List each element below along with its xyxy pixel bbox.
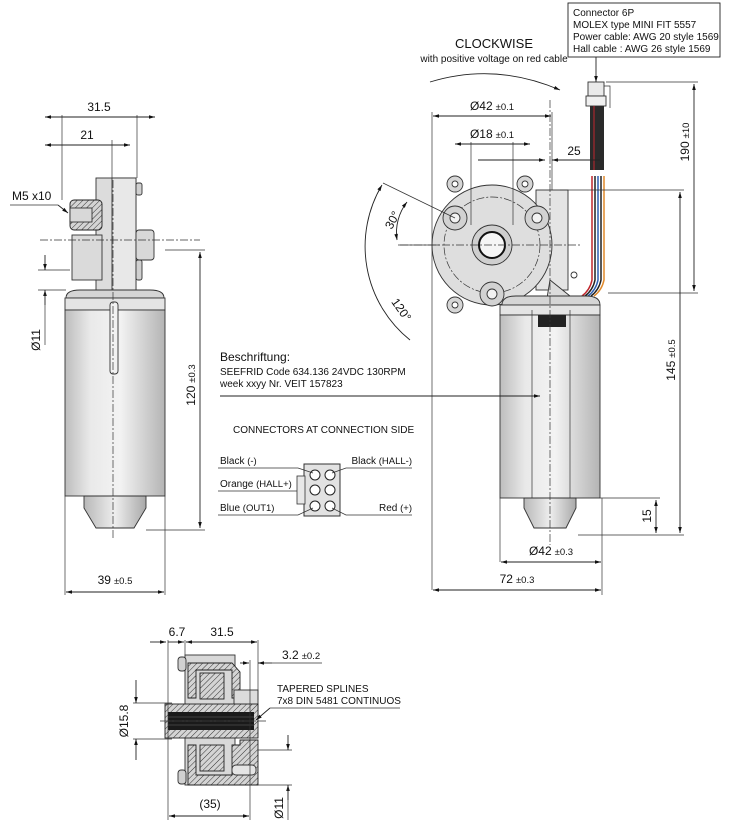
marking-line-2: week xxyy Nr. VEIT 157823 bbox=[219, 379, 343, 390]
pin-mid-left bbox=[309, 484, 321, 496]
dim-shaft-dia: Ø11 bbox=[29, 329, 43, 351]
wire-black bbox=[584, 176, 596, 297]
pin-label-top-left: Black (-) bbox=[220, 456, 257, 467]
dim-length: 120±0.3 bbox=[184, 364, 198, 405]
section-view: 6.7 31.5 3.2±0.2 TAPERED SPLINES 7x8 DIN… bbox=[117, 625, 401, 820]
connector-pinout: CONNECTORS AT CONNECTION SIDE Black (-) … bbox=[218, 425, 414, 517]
marking-label: Beschriftung: SEEFRID Code 634.136 24VDC… bbox=[219, 350, 540, 398]
connector-slot bbox=[538, 315, 566, 327]
dim-motor-dia: Ø42±0.3 bbox=[529, 544, 573, 558]
marking-title: Beschriftung: bbox=[220, 350, 290, 364]
pin-top-right bbox=[324, 469, 336, 481]
dim-height: 145±0.5 bbox=[664, 339, 678, 380]
side-view: 31.5 21 M5 x10 Ø11 120±0.3 39±0.5 bbox=[10, 100, 205, 595]
dim-section-b: 31.5 bbox=[210, 625, 234, 639]
pin-bot-right bbox=[324, 500, 336, 512]
thread-label: M5 x10 bbox=[12, 189, 52, 203]
dim-top-inner: 21 bbox=[80, 128, 94, 142]
dim-offset: 25 bbox=[567, 144, 581, 158]
rotation-subtitle: with positive voltage on red cable bbox=[419, 54, 568, 65]
marking-line-1: SEEFRID Code 634.136 24VDC 130RPM bbox=[220, 367, 406, 378]
dim-gap: 3.2±0.2 bbox=[282, 648, 320, 662]
dim-ref: (35) bbox=[199, 797, 220, 811]
dim-total-width: 72±0.3 bbox=[500, 572, 535, 586]
angle-large: 120° bbox=[388, 296, 414, 325]
pin-mid-right bbox=[324, 484, 336, 496]
wire-red bbox=[581, 176, 593, 297]
connectors-title: CONNECTORS AT CONNECTION SIDE bbox=[233, 425, 414, 436]
spline-label-1: TAPERED SPLINES bbox=[277, 684, 369, 695]
dim-width: 39±0.5 bbox=[98, 573, 133, 587]
pin-label-bot-right: Red (+) bbox=[379, 503, 412, 514]
wire-orange bbox=[593, 176, 605, 297]
rotation-title: CLOCKWISE bbox=[455, 36, 533, 51]
front-view: CLOCKWISE with positive voltage on red c… bbox=[364, 2, 721, 595]
dim-end: 15 bbox=[640, 509, 654, 523]
end-cap bbox=[83, 495, 147, 529]
dim-hub-dia: Ø18±0.1 bbox=[470, 127, 514, 141]
connector-info-line: MOLEX type MINI FIT 5557 bbox=[573, 20, 697, 31]
dim-cable: 190±10 bbox=[678, 123, 692, 162]
rotation-arrow bbox=[429, 73, 561, 91]
shaft-stub bbox=[135, 229, 155, 261]
pin-label-bot-left: Blue (OUT1) bbox=[220, 503, 274, 514]
dim-section-a: 6.7 bbox=[169, 625, 186, 639]
connector-info-line: Connector 6P bbox=[573, 8, 634, 19]
pin-bot-left bbox=[309, 500, 321, 512]
connector-info-box bbox=[567, 2, 721, 58]
spline-label-2: 7x8 DIN 5481 CONTINUOS bbox=[277, 696, 401, 707]
dim-flange-dia: Ø42±0.1 bbox=[470, 99, 514, 113]
molex-connector bbox=[587, 81, 605, 97]
connector-info-line: Hall cable : AWG 26 style 1569 bbox=[573, 44, 711, 55]
connector-latch bbox=[296, 475, 306, 505]
pin-top-left bbox=[309, 469, 321, 481]
dim-bore: Ø15.8 bbox=[117, 704, 131, 737]
angle-small: 30° bbox=[382, 209, 403, 232]
dim-top-outer: 31.5 bbox=[87, 100, 111, 114]
wire-blue bbox=[587, 176, 599, 297]
pin-label-mid-left: Orange (HALL+) bbox=[220, 479, 292, 490]
connector-info-line: Power cable: AWG 20 style 1569 bbox=[573, 32, 719, 43]
dim-pin: Ø11 bbox=[272, 797, 286, 819]
pin-label-top-right: Black (HALL-) bbox=[352, 456, 413, 467]
